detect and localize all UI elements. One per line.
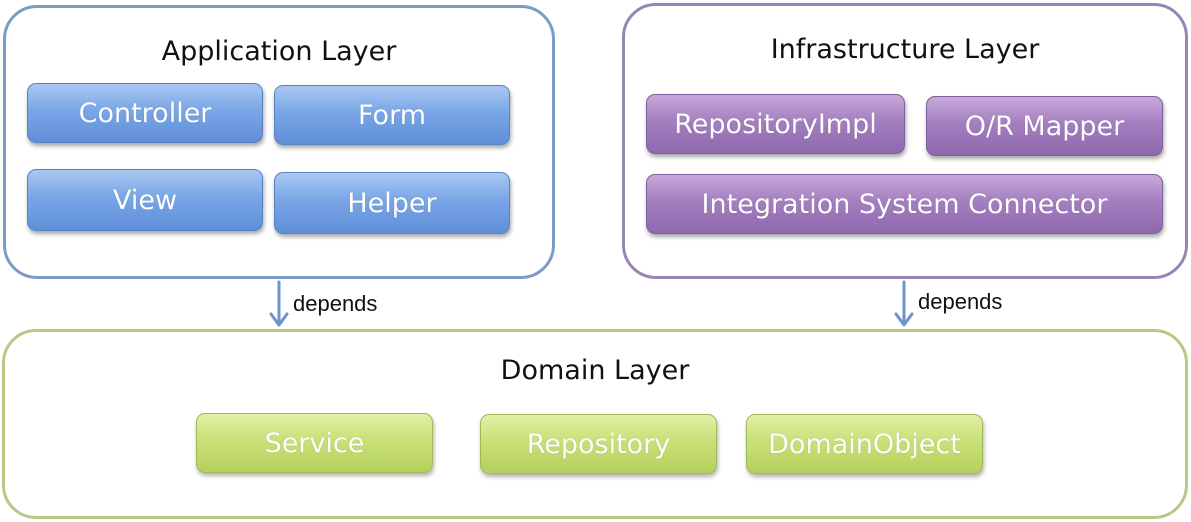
repositoryimpl-component: RepositoryImpl	[646, 94, 905, 154]
app-depends-label: depends	[293, 291, 378, 316]
infrastructure-layer-title: Infrastructure Layer	[770, 34, 1040, 65]
or-mapper-component: O/R Mapper	[926, 96, 1163, 156]
service-component: Service	[196, 413, 433, 473]
helper-component: Helper	[274, 172, 510, 234]
domain-layer-title: Domain Layer	[500, 355, 690, 386]
infra-to-domain-arrowhead	[894, 312, 914, 327]
repository-component: Repository	[480, 414, 717, 474]
view-component: View	[27, 169, 263, 231]
domainobject-component: DomainObject	[746, 414, 983, 474]
controller-component: Controller	[27, 83, 263, 143]
infra-depends-label: depends	[918, 289, 1003, 314]
form-component: Form	[274, 85, 510, 145]
application-layer-title: Application Layer	[161, 36, 397, 67]
app-to-domain-arrowhead	[269, 312, 289, 327]
integration-system-connector-component: Integration System Connector	[646, 174, 1163, 234]
